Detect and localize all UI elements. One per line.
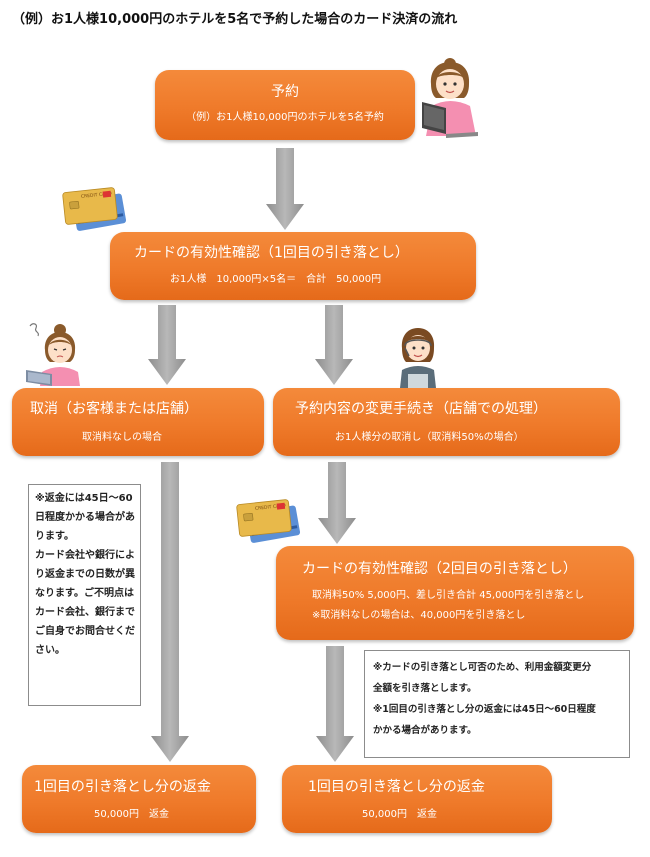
arrow-down	[318, 462, 356, 544]
page-title: （例）お1人様10,000円のホテルを5名で予約した場合のカード決済の流れ	[12, 12, 458, 27]
note-left-line: ります。	[35, 531, 74, 542]
arrow-down	[315, 305, 353, 385]
reserve-box: 予約 （例）お1人様10,000円のホテルを5名予約	[155, 70, 415, 140]
note-left-line: カード会社、銀行まで	[35, 607, 135, 618]
reserve-sub: （例）お1人様10,000円のホテルを5名予約	[186, 112, 384, 123]
refund-right-sub: 50,000円 返金	[362, 809, 437, 820]
refund-right-box: 1回目の引き落とし分の返金 50,000円 返金	[282, 765, 552, 833]
arrow-down	[151, 462, 189, 762]
worried-woman-illustration	[26, 323, 80, 386]
refund-right-heading: 1回目の引き落とし分の返金	[308, 779, 485, 795]
refund-note-left: ※返金には45日〜60 日程度かかる場合があ ります。 カード会社や銀行によ り…	[28, 484, 141, 706]
credit-card-icon: CREDIT CARD	[62, 187, 127, 231]
check2-box: カードの有効性確認（2回目の引き落とし） 取消料50% 5,000円、差し引き合…	[276, 546, 634, 640]
reserve-heading: 予約	[271, 84, 299, 100]
check2-heading: カードの有効性確認（2回目の引き落とし）	[302, 561, 577, 577]
note-left-line: 日程度かかる場合があ	[35, 512, 135, 523]
note-left-line: なります。ご不明点は	[35, 588, 134, 599]
check2-sub1: 取消料50% 5,000円、差し引き合計 45,000円を引き落とし	[312, 590, 585, 601]
cancel-sub: 取消料なしの場合	[82, 432, 162, 443]
operator-woman-illustration	[400, 328, 436, 388]
check1-box: カードの有効性確認（1回目の引き落とし） お1人様 10,000円×5名＝ 合計…	[110, 232, 476, 300]
check2-sub2: ※取消料なしの場合は、40,000円を引き落とし	[312, 610, 526, 621]
change-sub: お1人様分の取消し（取消料50%の場合）	[335, 432, 524, 443]
credit-card-icon: CREDIT CARD	[236, 499, 301, 543]
arrow-down	[148, 305, 186, 385]
change-heading: 予約内容の変更手続き（店舗での処理）	[295, 401, 547, 417]
cancel-heading: 取消（お客様または店舗）	[30, 401, 198, 417]
card-label: CREDIT CARD	[81, 191, 113, 200]
note-right-line: 全額を引き落とします。	[373, 683, 477, 694]
woman-laptop-illustration	[422, 58, 478, 138]
card-label: CREDIT CARD	[255, 503, 287, 512]
refund-note-right: ※カードの引き落とし可否のため、利用金額変更分 全額を引き落とします。 ※1回目…	[364, 650, 630, 758]
check1-sub: お1人様 10,000円×5名＝ 合計 50,000円	[170, 274, 382, 285]
note-left-line: さい。	[35, 645, 65, 656]
note-right-line: ※1回目の引き落とし分の返金には45日〜60日程度	[373, 704, 596, 715]
arrow-down	[316, 646, 354, 762]
refund-left-heading: 1回目の引き落とし分の返金	[34, 779, 211, 795]
check1-heading: カードの有効性確認（1回目の引き落とし）	[134, 245, 409, 261]
change-box: 予約内容の変更手続き（店舗での処理） お1人様分の取消し（取消料50%の場合）	[273, 388, 620, 456]
cancel-box: 取消（お客様または店舗） 取消料なしの場合	[12, 388, 264, 456]
note-right-line: ※カードの引き落とし可否のため、利用金額変更分	[373, 662, 592, 673]
note-left-line: カード会社や銀行によ	[35, 550, 135, 561]
refund-left-sub: 50,000円 返金	[94, 809, 169, 820]
note-left-line: ご自身でお問合せくだ	[35, 626, 135, 637]
arrow-down	[266, 148, 304, 230]
note-right-line: かかる場合があります。	[373, 725, 477, 736]
refund-left-box: 1回目の引き落とし分の返金 50,000円 返金	[22, 765, 256, 833]
note-left-line: り返金までの日数が異	[35, 569, 135, 580]
note-left-line: ※返金には45日〜60	[35, 493, 133, 504]
